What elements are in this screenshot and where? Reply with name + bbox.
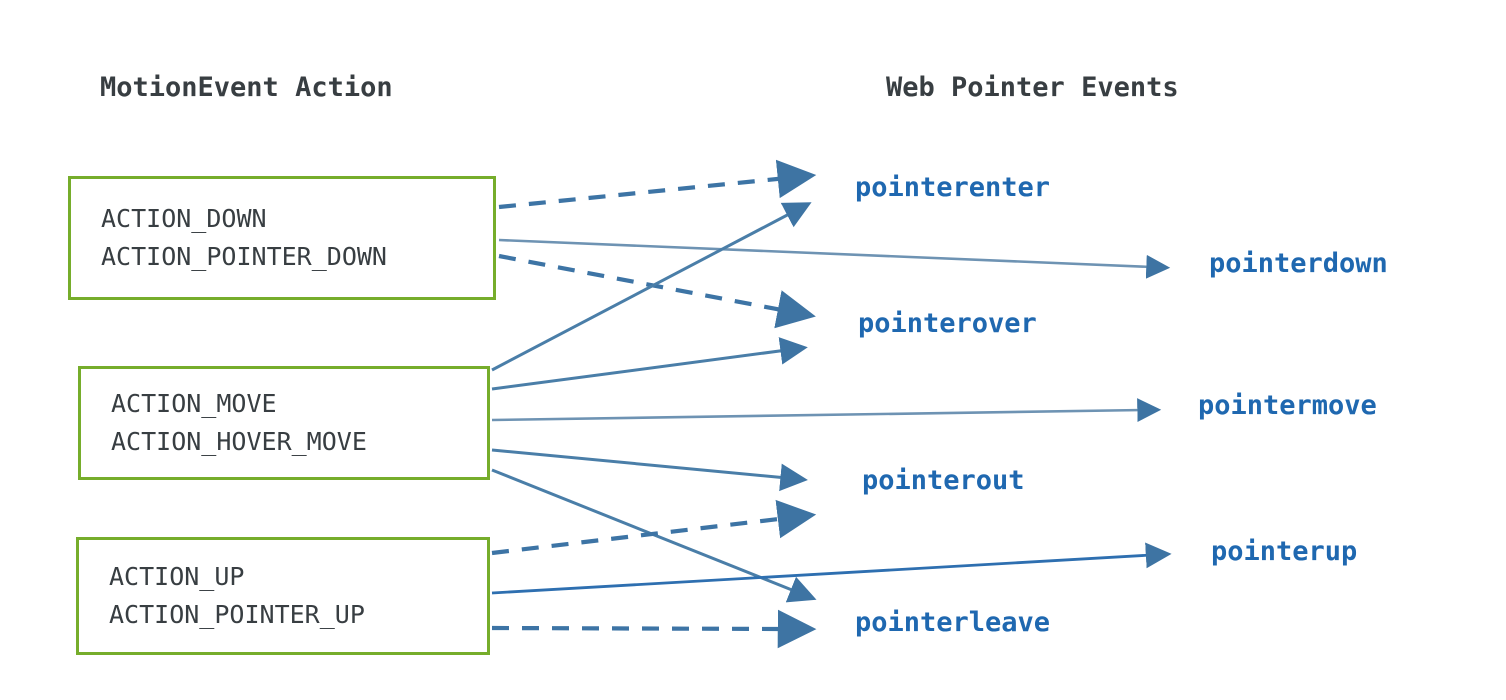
wire-down-to-pointerenter [498,159,817,210]
action-box-up[interactable]: ACTION_UP ACTION_POINTER_UP [76,537,490,655]
action-label-down-1: ACTION_DOWN [101,204,267,233]
pointer-event-pointerup[interactable]: pointerup [1211,536,1358,567]
column-title-motionevent: MotionEvent Action [100,72,393,103]
column-title-pointerevents: Web Pointer Events [886,72,1179,103]
wire-up-to-pointerout [491,499,817,556]
pointer-event-pointermove[interactable]: pointermove [1198,390,1377,421]
action-box-down[interactable]: ACTION_DOWN ACTION_POINTER_DOWN [68,176,496,300]
wire-move-to-pointerleave [491,468,817,603]
wire-move-to-pointerenter [491,202,812,372]
pointer-event-pointerout[interactable]: pointerout [862,465,1025,496]
wire-up-to-pointerleave [491,609,817,649]
wire-move-to-pointermove [491,398,1162,423]
pointer-event-pointerenter[interactable]: pointerenter [855,172,1051,203]
wire-move-to-pointerout [491,448,808,492]
action-label-move-2: ACTION_HOVER_MOVE [111,427,367,456]
wire-down-to-pointerdown [498,238,1171,279]
action-label-up-1: ACTION_UP [109,562,245,591]
pointer-event-pointerover[interactable]: pointerover [858,308,1037,339]
pointer-event-pointerleave[interactable]: pointerleave [855,607,1051,638]
pointer-event-pointerdown[interactable]: pointerdown [1209,248,1388,279]
action-label-up-2: ACTION_POINTER_UP [109,600,365,629]
action-box-move[interactable]: ACTION_MOVE ACTION_HOVER_MOVE [78,366,490,480]
wire-move-to-pointerover [491,337,808,391]
wire-down-to-pointerover [498,253,816,329]
action-label-move-1: ACTION_MOVE [111,389,277,418]
action-label-down-2: ACTION_POINTER_DOWN [101,242,387,271]
wire-up-to-pointerup [491,542,1172,595]
